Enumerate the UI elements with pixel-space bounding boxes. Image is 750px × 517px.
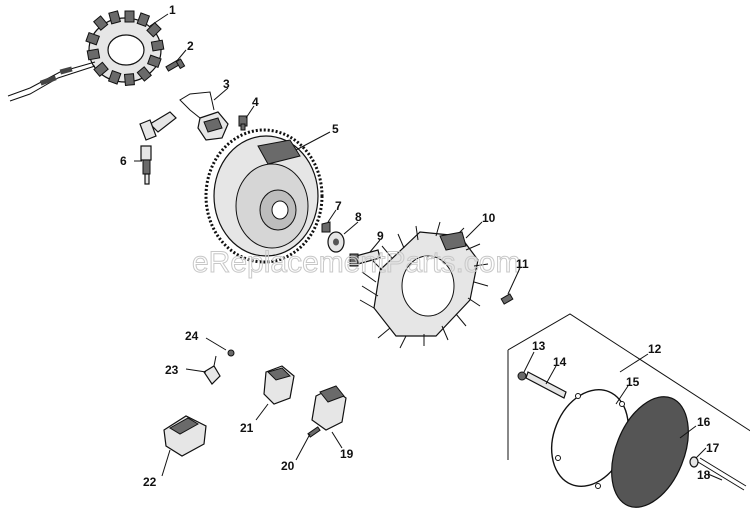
ignition-module xyxy=(139,91,229,141)
callout-7: 7 xyxy=(335,199,342,213)
callout-16: 16 xyxy=(697,415,711,429)
screw xyxy=(165,58,186,72)
flywheel xyxy=(204,128,324,264)
callout-23: 23 xyxy=(165,363,179,377)
pin xyxy=(525,371,567,399)
callout-18: 18 xyxy=(697,468,711,482)
callout-12: 12 xyxy=(648,342,662,356)
connector xyxy=(163,415,207,457)
rectifier-regulator xyxy=(311,385,347,431)
electrical-module xyxy=(263,365,295,405)
washer xyxy=(327,231,345,253)
callout-11: 11 xyxy=(516,257,529,271)
callout-19: 19 xyxy=(340,447,354,461)
screw xyxy=(238,115,248,131)
callout-15: 15 xyxy=(626,375,640,389)
flywheel-screw xyxy=(349,249,381,267)
clamp xyxy=(203,355,221,385)
callout-24: 24 xyxy=(185,329,199,343)
screw xyxy=(500,293,514,305)
callout-8: 8 xyxy=(355,210,362,224)
bushing xyxy=(517,371,527,381)
callout-22: 22 xyxy=(143,475,157,489)
fan xyxy=(359,221,489,349)
callout-21: 21 xyxy=(240,421,254,435)
screw xyxy=(697,457,747,491)
callout-2: 2 xyxy=(187,39,194,53)
callout-17: 17 xyxy=(706,441,720,455)
callout-10: 10 xyxy=(482,211,496,225)
callout-4: 4 xyxy=(252,95,259,109)
watermark: eReplacementParts.com xyxy=(192,246,520,279)
nut xyxy=(227,349,235,357)
callout-20: 20 xyxy=(281,459,295,473)
callout-6: 6 xyxy=(120,154,127,168)
screen-kit-box xyxy=(507,313,750,460)
spark-plug xyxy=(140,145,152,185)
leader-lines xyxy=(134,13,723,481)
callout-3: 3 xyxy=(223,77,230,91)
callout-5: 5 xyxy=(332,122,339,136)
callout-9: 9 xyxy=(377,229,384,243)
stator xyxy=(7,10,165,102)
callout-14: 14 xyxy=(553,355,567,369)
screw xyxy=(307,426,321,438)
flywheel-key xyxy=(321,221,331,233)
callout-1: 1 xyxy=(169,3,176,17)
washer xyxy=(689,456,699,468)
callout-labels: 1 2 3 4 5 6 7 8 9 10 11 12 13 14 15 16 1… xyxy=(120,3,720,489)
callout-13: 13 xyxy=(532,339,546,353)
screen xyxy=(611,396,689,508)
